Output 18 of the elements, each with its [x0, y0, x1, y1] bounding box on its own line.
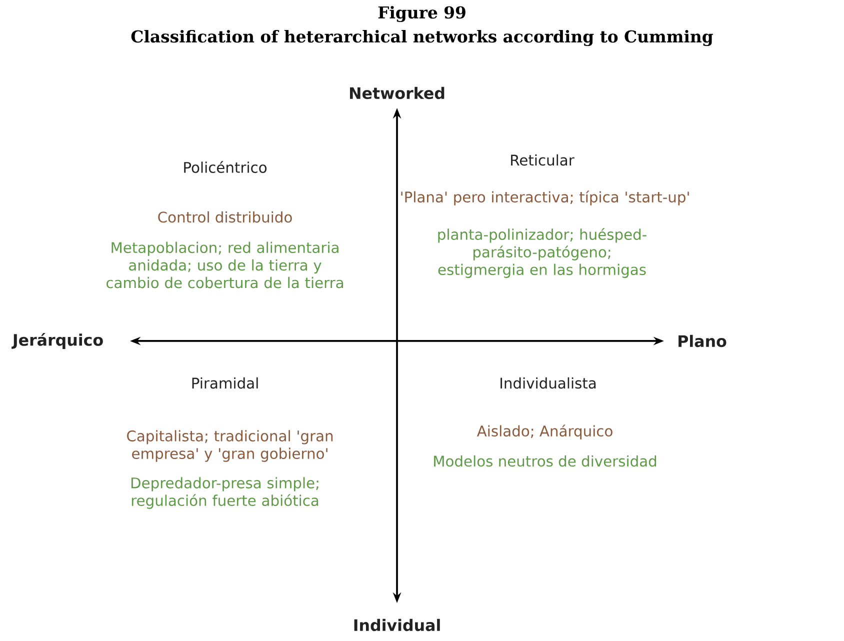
quadrant-title: Piramidal: [192, 377, 258, 389]
quadrant-title: Reticular: [511, 154, 574, 166]
category-label: Capitalista; tradicional 'gran empresa' y 'gran gobierno': [127, 430, 333, 462]
axis-label: Plano: [678, 334, 726, 348]
example-text: Metapoblacion; red alimentaria anidada; uso de la tierra y cambio de cobertura de la tierra: [106, 242, 343, 288]
category-label: 'Plana' pero interactiva; típica 'start-up': [401, 190, 689, 206]
axis-label: Networked: [350, 86, 444, 100]
example-text: Depredador-presa simple; regulación fuerte abiótica: [131, 477, 318, 509]
example-text: Modelos neutros de diversidad: [434, 455, 656, 467]
category-label: Aislado; Anárquico: [476, 424, 612, 440]
category-label: Control distribuido: [158, 211, 292, 223]
quadrant-title: Policéntrico: [184, 161, 267, 173]
figure-caption: Classification of heterarchical networks according to Cumming: [131, 30, 713, 46]
example-text: planta-polinizador; huésped-parásito-patógeno; estigmergia en las hormigas: [438, 228, 646, 278]
axis-label: Individual: [354, 618, 440, 632]
figure-title: Figure 99: [378, 6, 466, 22]
quadrant-title: Individualista: [500, 377, 596, 389]
axis-label: Jerárquico: [12, 333, 103, 349]
